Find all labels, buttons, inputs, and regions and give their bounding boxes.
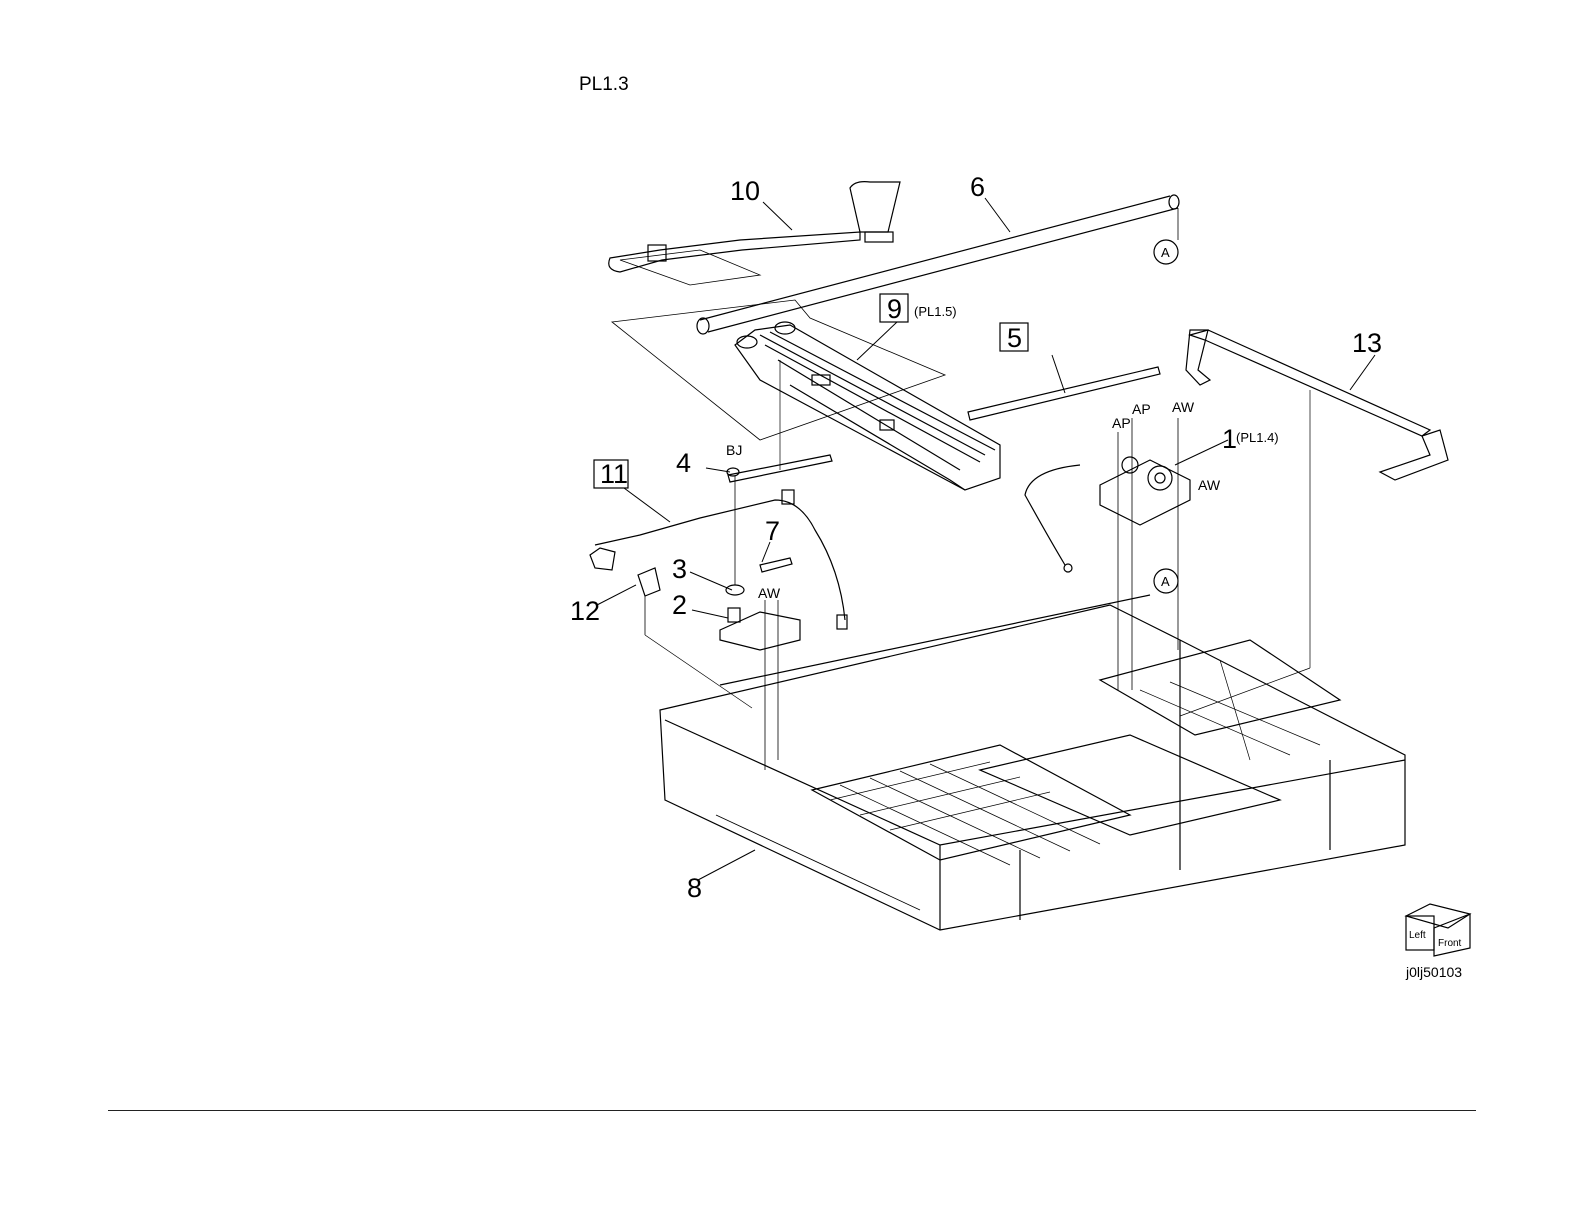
callout-1-ref: (PL1.4): [1236, 430, 1279, 445]
part-12-sensor: [638, 568, 660, 635]
orientation-label-left: Left: [1409, 930, 1426, 941]
fastener-tag-ap-1: AP: [1112, 415, 1131, 431]
parts-2-3-4-7-bracket: [720, 468, 800, 770]
fastener-tag-aw-2: AW: [1198, 477, 1221, 493]
callout-13: 13: [1352, 328, 1382, 358]
callout-1: 1: [1222, 424, 1237, 454]
part-8-base-frame: [660, 595, 1405, 930]
callout-8: 8: [687, 873, 702, 903]
part-9-carriage-unit: [735, 322, 1000, 490]
fastener-tag-aw-1: AW: [1172, 399, 1195, 415]
callout-6: 6: [970, 172, 985, 202]
leader-lines: [597, 198, 1375, 880]
callout-11: 11: [600, 459, 628, 489]
part-13-harness: [1186, 330, 1448, 480]
callout-4: 4: [676, 448, 691, 478]
fastener-tag-ap-2: AP: [1132, 401, 1151, 417]
callout-12: 12: [570, 596, 600, 626]
footer-divider: [108, 1110, 1476, 1111]
callout-10: 10: [730, 176, 760, 206]
fastener-tag-bj: BJ: [726, 442, 742, 458]
callout-3: 3: [672, 554, 687, 584]
part-1-motor-assembly: [1025, 418, 1190, 690]
part-5-rail: [728, 367, 1160, 482]
part-11-wiring: [590, 490, 847, 629]
callout-9-ref: (PL1.5): [914, 304, 957, 319]
callout-7: 7: [765, 516, 780, 546]
projection-lines: [645, 360, 1310, 716]
callout-5: 5: [1007, 323, 1022, 353]
callout-2: 2: [672, 590, 687, 620]
connector-label-a-top: A: [1161, 245, 1170, 260]
orientation-label-front: Front: [1438, 938, 1462, 949]
figure-id: j0lj50103: [1405, 964, 1462, 980]
fastener-tag-aw-3: AW: [758, 585, 781, 601]
connector-label-a-bottom: A: [1161, 574, 1170, 589]
callout-9: 9: [887, 294, 902, 324]
